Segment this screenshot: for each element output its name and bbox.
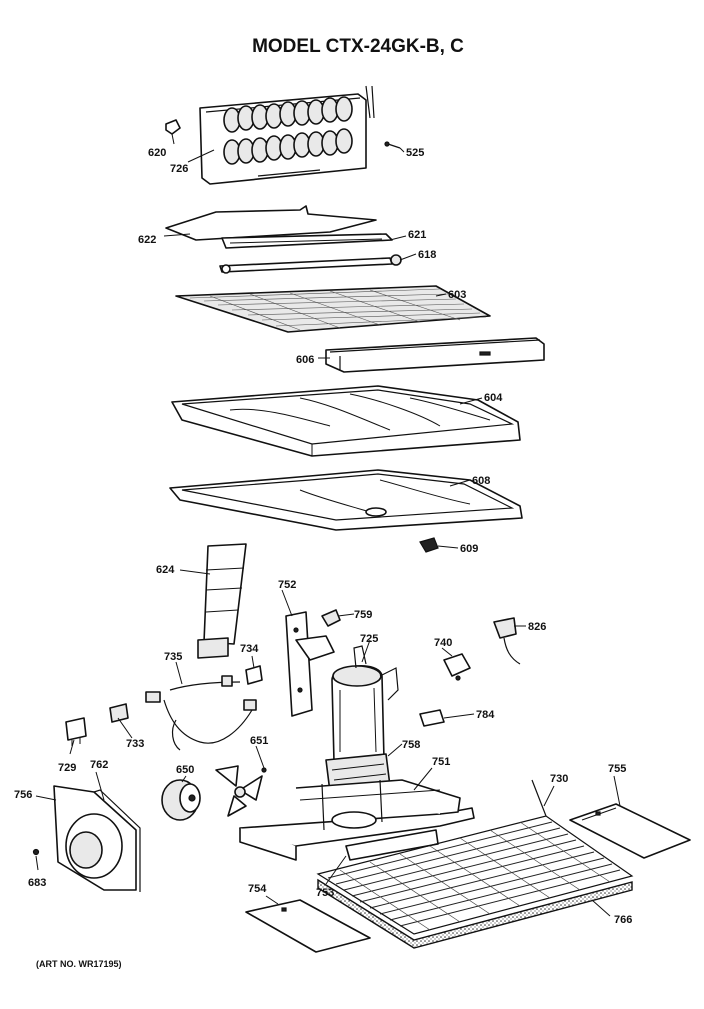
label-753: 753	[316, 887, 334, 899]
part-759-grommet	[321, 609, 341, 627]
part-733-thermostat	[109, 703, 129, 723]
part-751-base	[239, 779, 475, 861]
label-754: 754	[248, 883, 267, 895]
label-608: 608	[472, 475, 490, 487]
label-762: 762	[90, 759, 108, 771]
part-754-cover-plate	[245, 899, 371, 953]
label-606: 606	[296, 354, 314, 366]
label-650: 650	[176, 764, 194, 776]
label-751: 751	[432, 756, 450, 768]
part-734-connector	[245, 665, 263, 685]
part-784-clip	[419, 709, 445, 727]
part-683-screw	[32, 848, 40, 856]
label-603: 603	[448, 289, 466, 301]
part-725-compressor	[331, 645, 399, 772]
part-618-heater	[219, 254, 402, 274]
label-525: 525	[406, 147, 424, 159]
part-752-bracket	[285, 611, 335, 717]
leader-lines	[35, 133, 621, 917]
label-618: 618	[418, 249, 436, 261]
label-729: 729	[58, 762, 76, 774]
label-609: 609	[460, 543, 478, 555]
part-650-fan-motor	[161, 779, 201, 821]
label-756: 756	[14, 789, 32, 801]
label-683: 683	[28, 877, 46, 889]
art-number: (ART NO. WR17195)	[36, 959, 122, 969]
part-608-evaporator-pan	[169, 469, 523, 531]
part-766-condenser-pad	[317, 878, 633, 949]
part-735-wiring-harness	[145, 675, 257, 751]
part-606-tray	[325, 337, 545, 373]
part-609-clip	[419, 537, 439, 553]
label-752: 752	[278, 579, 296, 591]
part-740-relay	[443, 653, 471, 681]
part-651-fan-blade	[215, 765, 267, 817]
label-758: 758	[402, 739, 420, 751]
label-730: 730	[550, 773, 568, 785]
label-651: 651	[250, 735, 268, 747]
part-624-duct	[197, 543, 247, 659]
label-725: 725	[360, 633, 378, 645]
part-620-knob	[165, 119, 181, 135]
part-730-condenser	[316, 779, 634, 935]
label-733: 733	[126, 738, 144, 750]
model-title: MODEL CTX-24GK-B, C	[252, 36, 464, 57]
label-740: 740	[434, 637, 452, 649]
label-766: 766	[614, 914, 632, 926]
part-603-shelf-grille	[175, 285, 491, 333]
label-826: 826	[528, 621, 546, 633]
label-759: 759	[354, 609, 372, 621]
label-622: 622	[138, 234, 156, 246]
label-624: 624	[156, 564, 175, 576]
label-755: 755	[608, 763, 626, 775]
part-729-switch	[65, 717, 87, 746]
label-726: 726	[170, 163, 188, 175]
part-826-cord	[493, 617, 521, 665]
part-755-cover-plate	[569, 803, 691, 859]
label-784: 784	[476, 709, 495, 721]
label-604: 604	[484, 392, 503, 404]
label-735: 735	[164, 651, 182, 663]
label-621: 621	[408, 229, 426, 241]
evaporator-coil	[199, 85, 375, 185]
part-604-evaporator-cover	[171, 385, 521, 457]
label-620: 620	[148, 147, 166, 159]
label-734: 734	[240, 643, 259, 655]
part-762-fan-shroud	[53, 785, 141, 892]
part-525-screw	[384, 141, 401, 149]
